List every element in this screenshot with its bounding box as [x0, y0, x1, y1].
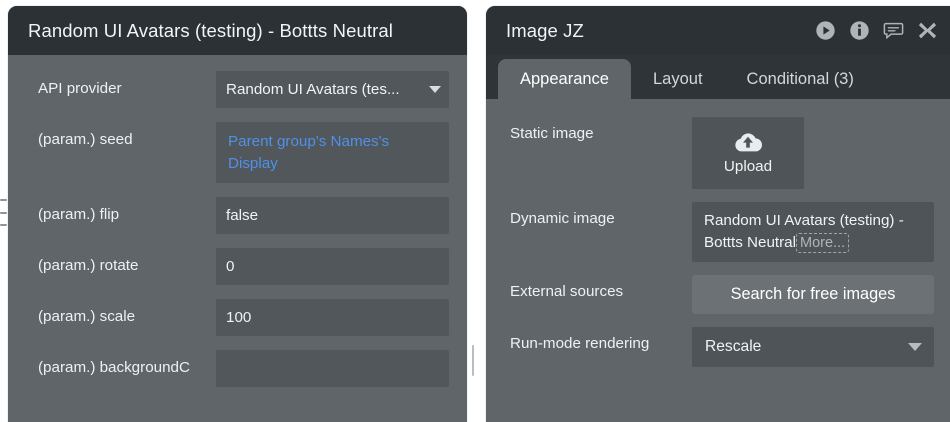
handle-line	[0, 199, 7, 201]
flip-input[interactable]: false	[216, 197, 449, 235]
label-static-image: Static image	[510, 125, 594, 142]
seed-input[interactable]: Parent group's Names's Display	[216, 122, 449, 184]
handle-line	[0, 211, 7, 214]
right-panel-title: Image JZ	[506, 19, 584, 41]
label-backgroundc: (param.) backgroundC	[38, 359, 190, 377]
backgroundc-input[interactable]	[216, 350, 449, 388]
left-panel-title: Random UI Avatars (testing) - Bottts Neu…	[28, 19, 393, 41]
info-icon[interactable]	[849, 20, 870, 41]
chevron-down-icon	[429, 86, 441, 93]
rotate-value: 0	[226, 258, 235, 276]
left-resize-handle[interactable]	[0, 199, 7, 226]
tab-appearance[interactable]: Appearance	[498, 59, 631, 99]
panel-splitter-handle[interactable]	[472, 345, 474, 376]
scale-value: 100	[226, 309, 252, 327]
dynamic-image-value: Random UI Avatars (testing) - Bottts Neu…	[704, 212, 904, 251]
label-rotate: (param.) rotate	[38, 257, 139, 275]
chevron-down-icon	[908, 343, 922, 352]
appearance-tab-content: Static image Upload Dynamic image Random…	[486, 99, 950, 368]
api-provider-panel: Random UI Avatars (testing) - Bottts Neu…	[8, 6, 467, 422]
row-static-image: Static image Upload	[510, 117, 934, 189]
left-panel-form: API provider Random UI Avatars (tes... (…	[8, 55, 467, 388]
form-row-api-provider: API provider Random UI Avatars (tes...	[8, 71, 467, 108]
seed-dynamic-value: Parent group's Names's Display	[228, 133, 390, 172]
form-row-rotate: (param.) rotate 0	[8, 248, 467, 286]
left-panel-header: Random UI Avatars (testing) - Bottts Neu…	[8, 6, 467, 55]
form-row-flip: (param.) flip false	[8, 197, 467, 235]
label-seed: (param.) seed	[38, 131, 133, 148]
image-element-panel: Image JZ Appearance Layout Co	[486, 6, 950, 422]
close-icon[interactable]	[917, 20, 938, 41]
run-mode-value: Rescale	[705, 338, 762, 356]
header-icon-group	[815, 20, 938, 41]
upload-button[interactable]: Upload	[692, 117, 804, 189]
row-run-mode-rendering: Run-mode rendering Rescale	[510, 327, 934, 368]
label-external-sources: External sources	[510, 283, 624, 301]
cloud-upload-icon	[735, 133, 762, 152]
form-row-backgroundc: (param.) backgroundC	[8, 350, 467, 388]
label-api-provider: API provider	[38, 80, 122, 97]
row-external-sources: External sources Search for free images	[510, 275, 934, 315]
panel-tabbar: Appearance Layout Conditional (3)	[486, 55, 950, 99]
run-mode-dropdown[interactable]: Rescale	[692, 327, 934, 368]
tab-conditional[interactable]: Conditional (3)	[746, 70, 854, 88]
more-chip[interactable]: More...	[796, 232, 850, 253]
tab-layout[interactable]: Layout	[653, 70, 703, 88]
label-dynamic-image: Dynamic image	[510, 210, 615, 227]
right-panel-header: Image JZ	[486, 6, 950, 55]
api-provider-value: Random UI Avatars (tes...	[226, 81, 400, 98]
api-provider-dropdown[interactable]: Random UI Avatars (tes...	[216, 71, 449, 108]
rotate-input[interactable]: 0	[216, 248, 449, 286]
play-icon[interactable]	[815, 20, 836, 41]
scale-input[interactable]: 100	[216, 299, 449, 337]
flip-value: false	[226, 207, 259, 225]
search-free-images-button[interactable]: Search for free images	[692, 275, 934, 315]
form-row-seed: (param.) seed Parent group's Names's Dis…	[8, 122, 467, 184]
dynamic-image-input[interactable]: Random UI Avatars (testing) - Bottts Neu…	[692, 202, 934, 263]
label-scale: (param.) scale	[38, 308, 136, 326]
label-run-mode-rendering: Run-mode rendering	[510, 335, 650, 353]
upload-label: Upload	[723, 158, 773, 175]
row-dynamic-image: Dynamic image Random UI Avatars (testing…	[510, 202, 934, 263]
handle-line	[0, 224, 7, 226]
comment-icon[interactable]	[883, 20, 904, 41]
form-row-scale: (param.) scale 100	[8, 299, 467, 337]
label-flip: (param.) flip	[38, 206, 120, 224]
